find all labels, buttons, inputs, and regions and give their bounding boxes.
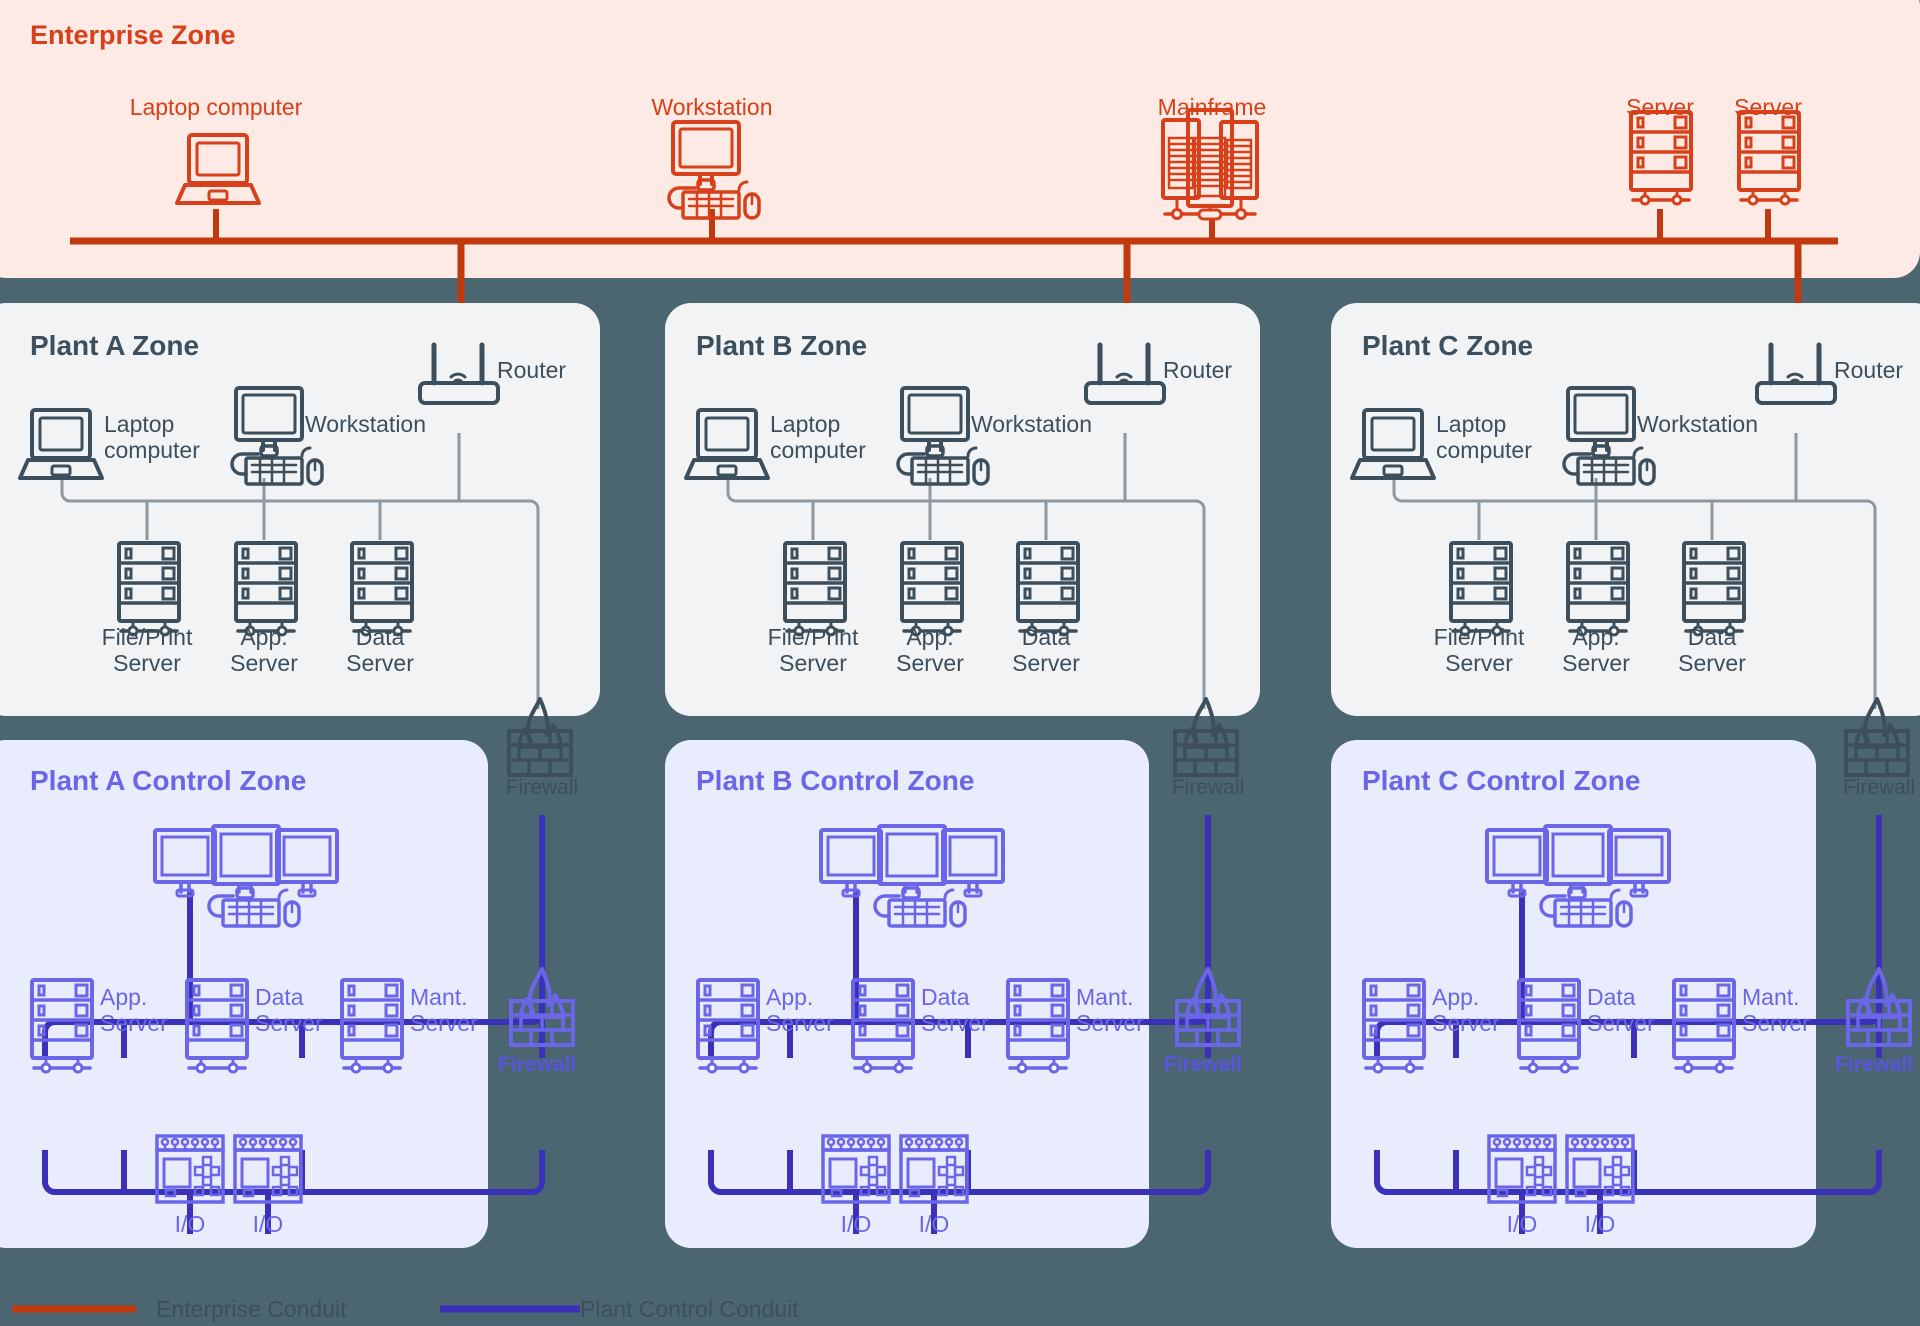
plant-b-upper-firewall: Firewall (1172, 697, 1244, 799)
plant-server-label: App. (1572, 624, 1619, 650)
firewall-label: Firewall (498, 1053, 576, 1076)
plant-c-upper-firewall: Firewall (1843, 697, 1915, 799)
legend: Enterprise Conduit Plant Control Conduit (12, 1296, 799, 1322)
plant-server-label: Data (1022, 624, 1071, 650)
legend-label-enterprise: Enterprise Conduit (156, 1296, 347, 1322)
control-server-label: App. (766, 984, 813, 1010)
plant-b-internal-links (726, 433, 1206, 709)
control-c-content: App. Server Data Server Mant. Server I/O… (1362, 824, 1913, 1237)
plant-node-label: Laptop (104, 411, 174, 437)
io-label: I/O (253, 1211, 284, 1237)
firewall-label: Firewall (1172, 776, 1244, 799)
control-server-label: Mant. (1076, 984, 1134, 1010)
enterprise-node-label: Server (1626, 94, 1694, 120)
plant-server-label: Data (356, 624, 405, 650)
plant-server-label: File/Print (768, 624, 859, 650)
plant-server-label: Server (346, 650, 414, 676)
enterprise-zone-title: Enterprise Zone (30, 20, 236, 50)
plant-node-label: computer (104, 437, 200, 463)
control-server-label: Server (921, 1010, 989, 1036)
plant-zone-c: Plant C Zone Router Laptop computer Work… (1331, 303, 1920, 716)
control-server-label: Server (1587, 1010, 1655, 1036)
plant-server-label: Data (1688, 624, 1737, 650)
plant-zone-title: Plant A Zone (30, 330, 199, 361)
plant-a-upper-firewall: Firewall (506, 697, 578, 799)
control-server-label: Mant. (1742, 984, 1800, 1010)
router-label: Router (1834, 357, 1903, 383)
control-a-content: App. Server Data Server Mant. Server I/O… (30, 824, 576, 1237)
plant-zone-a: Plant A Zone Router Laptop computer Work… (0, 303, 600, 716)
control-server-label: Server (255, 1010, 323, 1036)
plant-server-label: Server (230, 650, 298, 676)
plant-server-label: Server (896, 650, 964, 676)
control-server-label: Server (1432, 1010, 1500, 1036)
plant-server-label: File/Print (102, 624, 193, 650)
firewall-label: Firewall (1843, 776, 1915, 799)
plant-node-label: Workstation (971, 411, 1092, 437)
router-label: Router (1163, 357, 1232, 383)
plant-node-label: Laptop (770, 411, 840, 437)
control-b-content: App. Server Data Server Mant. Server I/O… (696, 824, 1242, 1237)
control-zone-a: Plant A Control Zone (0, 740, 488, 1248)
plant-node-label: Workstation (1637, 411, 1758, 437)
plant-server-label: App. (906, 624, 953, 650)
enterprise-zone-panel: Enterprise Zone (0, 0, 1920, 278)
io-label: I/O (175, 1211, 206, 1237)
enterprise-node-label: Mainframe (1158, 94, 1267, 120)
control-conduit-b (708, 815, 1211, 1234)
firewall-label: Firewall (1164, 1053, 1242, 1076)
plant-zone-title: Plant C Zone (1362, 330, 1533, 361)
legend-label-control: Plant Control Conduit (580, 1296, 799, 1322)
enterprise-node-label: Server (1734, 94, 1802, 120)
plant-zone-b: Plant B Zone Router Laptop computer Work… (665, 303, 1260, 716)
control-server-label: Mant. (410, 984, 468, 1010)
control-server-label: Data (1587, 984, 1636, 1010)
firewall-label: Firewall (506, 776, 578, 799)
control-server-label: Server (1742, 1010, 1810, 1036)
plant-node-label: Workstation (305, 411, 426, 437)
control-zone-title: Plant A Control Zone (30, 765, 306, 796)
plant-a-internal-links (60, 433, 540, 709)
plant-server-label: Server (1445, 650, 1513, 676)
io-label: I/O (1507, 1211, 1538, 1237)
control-zone-title: Plant B Control Zone (696, 765, 974, 796)
plant-server-label: Server (113, 650, 181, 676)
plant-c-internal-links (1392, 433, 1877, 709)
control-zone-title: Plant C Control Zone (1362, 765, 1640, 796)
control-server-label: Data (255, 984, 304, 1010)
plant-zone-title: Plant B Zone (696, 330, 867, 361)
enterprise-node-label: Workstation (651, 94, 772, 120)
plant-node-label: Laptop (1436, 411, 1506, 437)
firewall-label: Firewall (1835, 1053, 1913, 1076)
plant-server-label: File/Print (1434, 624, 1525, 650)
io-label: I/O (919, 1211, 950, 1237)
router-label: Router (497, 357, 566, 383)
control-server-label: Data (921, 984, 970, 1010)
plant-server-label: Server (1562, 650, 1630, 676)
io-label: I/O (841, 1211, 872, 1237)
control-server-label: Server (1076, 1010, 1144, 1036)
plant-server-label: Server (779, 650, 847, 676)
io-label: I/O (1585, 1211, 1616, 1237)
control-server-label: Server (410, 1010, 478, 1036)
control-server-label: Server (100, 1010, 168, 1036)
plant-server-label: Server (1678, 650, 1746, 676)
control-server-label: Server (766, 1010, 834, 1036)
enterprise-node-label: Laptop computer (130, 94, 303, 120)
control-server-label: App. (1432, 984, 1479, 1010)
control-server-label: App. (100, 984, 147, 1010)
plant-node-label: computer (770, 437, 866, 463)
plant-node-label: computer (1436, 437, 1532, 463)
plant-server-label: Server (1012, 650, 1080, 676)
plant-server-label: App. (240, 624, 287, 650)
